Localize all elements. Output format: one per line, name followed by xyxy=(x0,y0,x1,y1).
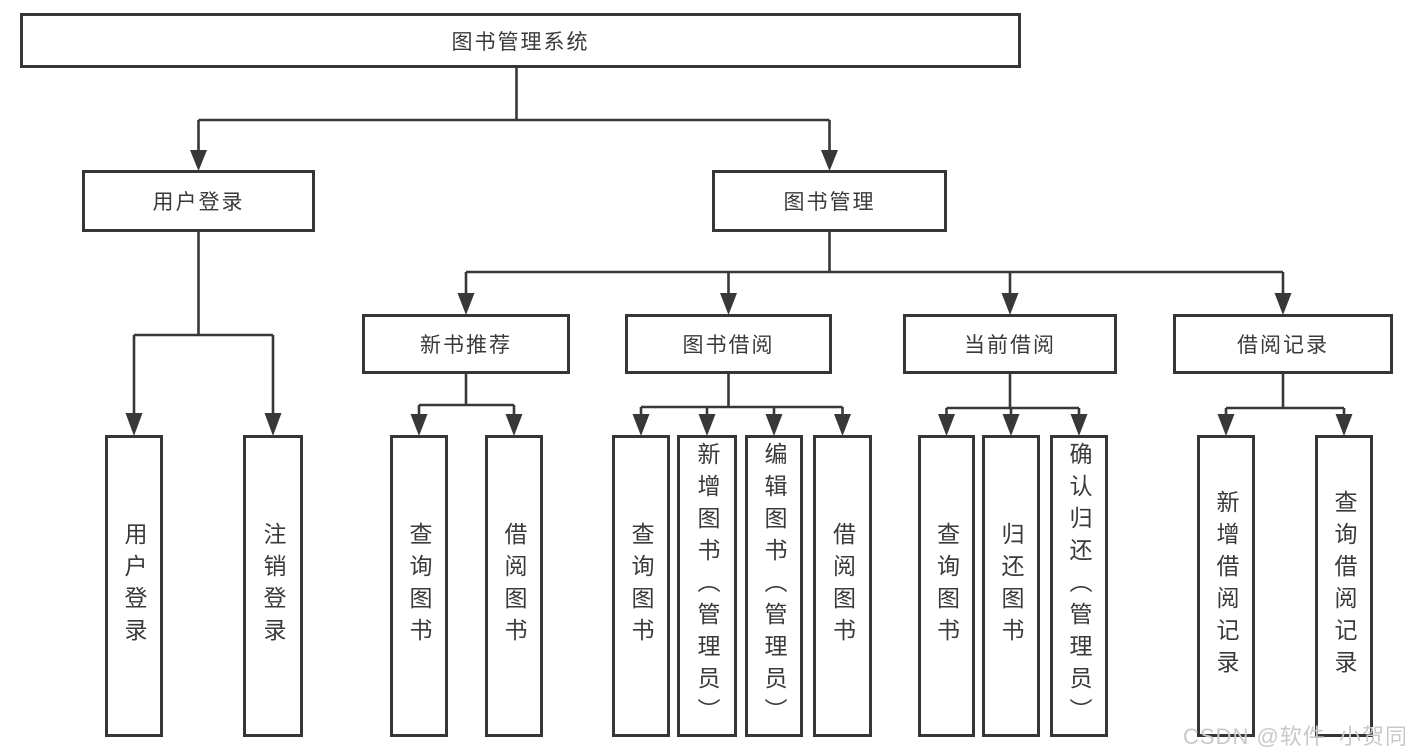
connector-root-to-level2 xyxy=(190,68,838,171)
leaf-query-borrow-record-label: 查询借阅记录 xyxy=(1331,490,1357,682)
leaf-query-borrow-record: 查询借阅记录 xyxy=(1315,435,1373,737)
leaf-query-books-borrowing: 查询图书 xyxy=(612,435,670,737)
node-book-management-label: 图书管理 xyxy=(783,191,876,214)
leaf-add-borrow-record-label: 新增借阅记录 xyxy=(1213,490,1239,682)
leaf-return-books: 归还图书 xyxy=(982,435,1040,737)
leaf-user-login-label: 用户登录 xyxy=(121,522,147,650)
leaf-add-books-admin: 新增图书（管理员） xyxy=(677,435,737,737)
connector-records-to-leaves xyxy=(1217,374,1353,436)
leaf-logout: 注销登录 xyxy=(243,435,303,737)
leaf-borrow-books-label: 借阅图书 xyxy=(829,522,856,650)
node-new-book-recommend: 新书推荐 xyxy=(362,314,570,374)
connector-user-login-to-leaves xyxy=(125,232,282,436)
node-system-root-label: 图书管理系统 xyxy=(451,30,590,54)
node-book-borrowing-label: 图书借阅 xyxy=(682,334,775,357)
csdn-watermark: CSDN @软件_小贺同学 xyxy=(1183,724,1405,747)
leaf-return-books-label: 归还图书 xyxy=(998,522,1024,650)
connector-current-to-leaves xyxy=(938,374,1088,436)
leaf-add-borrow-record: 新增借阅记录 xyxy=(1197,435,1255,737)
node-new-book-recommend-label: 新书推荐 xyxy=(420,334,512,357)
leaf-logout-label: 注销登录 xyxy=(260,522,286,650)
leaf-edit-books-admin-label: 编辑图书（管理员） xyxy=(761,442,787,730)
leaf-confirm-return-admin-label: 确认归还（管理员） xyxy=(1066,442,1092,730)
connector-new-book-to-leaves xyxy=(410,374,523,436)
leaf-query-books-borrowing-label: 查询图书 xyxy=(628,522,654,650)
connector-book-mgmt-to-level3 xyxy=(457,232,1292,315)
node-user-login: 用户登录 xyxy=(82,170,315,232)
leaf-query-books-current-label: 查询图书 xyxy=(933,522,960,650)
node-book-management: 图书管理 xyxy=(712,170,947,232)
leaf-borrow-books-recommend-label: 借阅图书 xyxy=(501,522,527,650)
leaf-add-books-admin-label: 新增图书（管理员） xyxy=(694,442,720,730)
node-system-root: 图书管理系统 xyxy=(20,13,1021,68)
leaf-borrow-books-recommend: 借阅图书 xyxy=(485,435,543,737)
node-current-borrowing-label: 当前借阅 xyxy=(964,334,1056,357)
leaf-user-login: 用户登录 xyxy=(105,435,163,737)
leaf-query-books-current: 查询图书 xyxy=(918,435,975,737)
connector-borrowing-to-leaves xyxy=(632,374,851,436)
leaf-edit-books-admin: 编辑图书（管理员） xyxy=(745,435,803,737)
leaf-borrow-books: 借阅图书 xyxy=(813,435,872,737)
node-book-borrowing: 图书借阅 xyxy=(625,314,832,374)
leaf-query-books-recommend: 查询图书 xyxy=(390,435,448,737)
leaf-query-books-recommend-label: 查询图书 xyxy=(406,522,432,650)
node-current-borrowing: 当前借阅 xyxy=(903,314,1117,374)
node-borrowing-records: 借阅记录 xyxy=(1173,314,1393,374)
node-borrowing-records-label: 借阅记录 xyxy=(1237,334,1329,357)
node-user-login-label: 用户登录 xyxy=(152,191,245,214)
leaf-confirm-return-admin: 确认归还（管理员） xyxy=(1050,435,1108,737)
